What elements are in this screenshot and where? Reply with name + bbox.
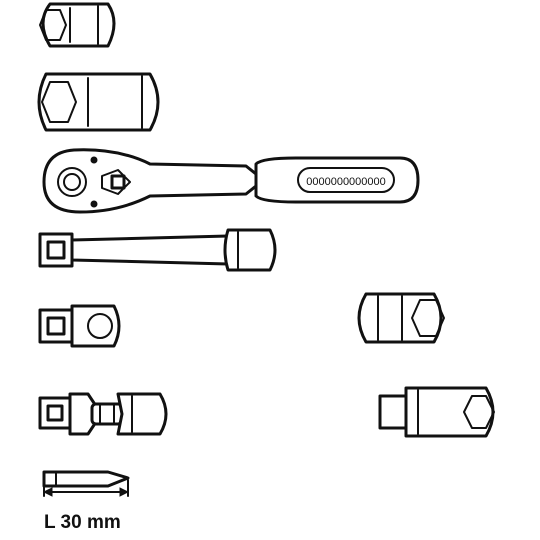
universal-joint [38,392,168,436]
screwdriver-bit [42,470,130,497]
svg-text:0000000000000: 0000000000000 [306,176,386,188]
spark-plug-socket [357,292,445,344]
ratchet-handle: 0000000000000 [42,148,420,214]
extension-bar [38,228,277,272]
bit-socket [378,386,495,438]
deep-socket [37,72,160,132]
socket-adapter [38,304,121,348]
short-socket [39,2,116,48]
dimension-label: L 30 mm [44,512,121,533]
